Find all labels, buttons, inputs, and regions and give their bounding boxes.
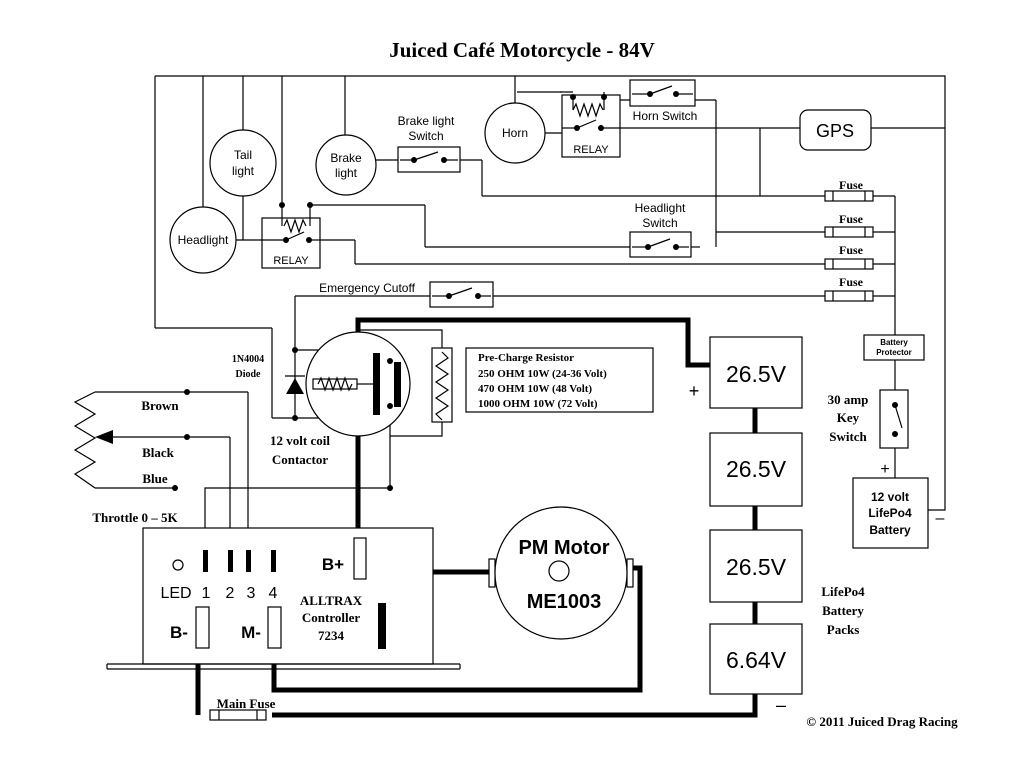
battery-12v-label-3: Battery	[869, 523, 911, 537]
precharge-spec-3: 1000 OHM 10W (72 Volt)	[478, 398, 598, 410]
battery-12v-minus: –	[936, 510, 945, 527]
horn-switch-label: Horn Switch	[633, 109, 698, 123]
controller-pin-1: 1	[202, 585, 211, 602]
throttle-wire-brown: Brown	[141, 398, 179, 413]
brake-switch-label-2: Switch	[408, 129, 443, 143]
controller-pin-3: 3	[247, 585, 256, 602]
main-fuse-label: Main Fuse	[217, 696, 276, 711]
main-fuse: Main Fuse	[209, 696, 276, 721]
headlight-label: Headlight	[178, 233, 229, 247]
contactor: 12 volt coil Contactor	[270, 331, 411, 467]
controller-b-minus: B-	[170, 623, 188, 642]
battery-12v-label-2: LifePo4	[868, 506, 912, 520]
fuse-label-3: Fuse	[839, 243, 864, 257]
precharge-spec-2: 470 OHM 10W (48 Volt)	[478, 383, 592, 395]
throttle-label: Throttle 0 – 5K	[92, 510, 178, 525]
fuse-label-2: Fuse	[839, 212, 864, 226]
battery-12v-label: 12 volt	[871, 490, 909, 504]
headlight-switch-label-2: Switch	[642, 216, 677, 230]
emergency-cutoff-switch: Emergency Cutoff	[319, 281, 494, 308]
gps: GPS	[799, 109, 872, 151]
brake-light-switch: Brake light Switch	[397, 114, 461, 173]
throttle: Brown Black Blue Throttle 0 – 5K	[73, 389, 393, 525]
emergency-cutoff-label: Emergency Cutoff	[319, 281, 415, 295]
battery-pack-4: 6.64V	[726, 647, 787, 673]
diode-label-2: Diode	[236, 369, 262, 380]
battery-12v-plus: +	[880, 461, 889, 478]
headlight: Headlight	[169, 206, 237, 274]
headlight-switch-label: Headlight	[635, 201, 686, 215]
motor-model: ME1003	[527, 591, 602, 613]
battery-protector: Battery Protector	[863, 334, 925, 361]
pack-minus: –	[776, 695, 786, 715]
controller-m-minus: M-	[241, 623, 261, 642]
battery-packs: + 26.5V 26.5V 26.5V 6.64V – LifePo4 Batt…	[689, 336, 865, 715]
controller-name: ALLTRAX	[300, 593, 363, 608]
controller-model: 7234	[318, 628, 345, 643]
precharge-spec-1: 250 OHM 10W (24-36 Volt)	[478, 368, 607, 380]
controller-name-2: Controller	[302, 610, 360, 625]
battery-pack-1: 26.5V	[726, 361, 787, 387]
brake-light-label-2: light	[335, 166, 358, 180]
brake-light-label: Brake	[330, 151, 362, 165]
controller-b-plus: B+	[322, 555, 344, 574]
key-switch-label-3: Switch	[829, 429, 867, 444]
horn-relay: RELAY	[561, 94, 621, 158]
brake-switch-label: Brake light	[398, 114, 455, 128]
pack-plus: +	[689, 381, 700, 401]
diode: 1N4004 Diode	[232, 347, 305, 421]
headlight-relay: RELAY	[261, 202, 321, 269]
battery-protector-label-2: Protector	[876, 348, 912, 357]
horn-switch: Horn Switch	[629, 79, 698, 123]
headlight-relay-label: RELAY	[273, 255, 309, 267]
battery-12v: + 12 volt LifePo4 Battery –	[852, 461, 945, 549]
precharge-title: Pre-Charge Resistor	[478, 352, 574, 364]
alltrax-controller: LED 1 2 3 4 B+ B- M- ALLTRAX Controller …	[106, 527, 461, 670]
lifepo4-label-3: Packs	[827, 622, 860, 637]
motor-label: PM Motor	[518, 537, 609, 559]
controller-led-label: LED	[160, 585, 191, 602]
diagram-title: Juiced Café Motorcycle - 84V	[389, 38, 655, 62]
key-switch-label-2: Key	[837, 410, 860, 425]
fuse-label-1: Fuse	[839, 178, 864, 192]
copyright: © 2011 Juiced Drag Racing	[806, 714, 958, 729]
fuse-bank: Fuse Fuse Fuse Fuse	[824, 178, 874, 302]
headlight-switch: Headlight Switch	[629, 201, 692, 258]
diode-label: 1N4004	[232, 354, 264, 365]
tail-light-label-2: light	[232, 164, 255, 178]
contactor-label: 12 volt coil	[270, 433, 330, 448]
brake-light: Brake light	[315, 134, 377, 196]
tail-light-label: Tail	[234, 148, 252, 162]
tail-light: Tail light	[209, 129, 277, 197]
throttle-wire-black: Black	[142, 445, 175, 460]
lifepo4-label-2: Battery	[822, 603, 864, 618]
fuse-label-4: Fuse	[839, 275, 864, 289]
pm-motor: PM Motor ME1003	[488, 506, 634, 640]
horn-label: Horn	[502, 126, 528, 140]
battery-pack-3: 26.5V	[726, 554, 787, 580]
horn-relay-label: RELAY	[573, 144, 609, 156]
battery-protector-label: Battery	[880, 338, 908, 347]
battery-pack-2: 26.5V	[726, 456, 787, 482]
key-switch: 30 amp Key Switch	[828, 389, 909, 449]
controller-pin-4: 4	[269, 585, 278, 602]
key-switch-label: 30 amp	[828, 392, 869, 407]
precharge-resistor: Pre-Charge Resistor 250 OHM 10W (24-36 V…	[431, 347, 654, 423]
horn: Horn	[484, 102, 546, 164]
throttle-wire-blue: Blue	[142, 471, 168, 486]
controller-pin-2: 2	[226, 585, 235, 602]
contactor-label-2: Contactor	[272, 452, 329, 467]
lifepo4-label: LifePo4	[821, 584, 865, 599]
gps-label: GPS	[816, 121, 854, 141]
